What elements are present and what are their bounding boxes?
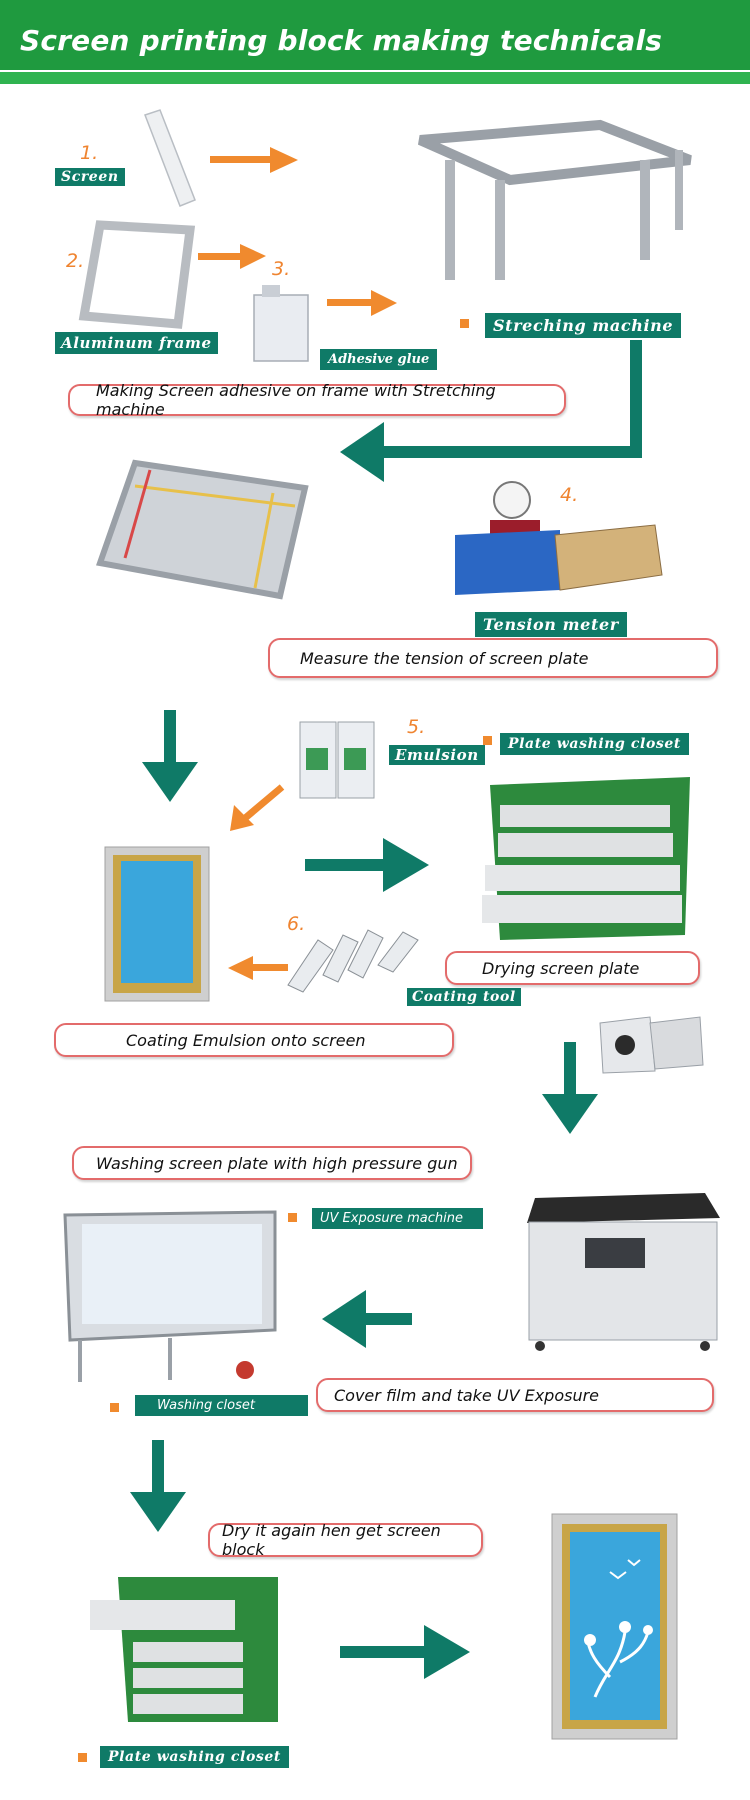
page-title: Screen printing block making technicals: [20, 24, 663, 57]
step-box-1: Making Screen adhesive on frame with Str…: [68, 381, 566, 419]
stretched-screen-image: [96, 459, 309, 600]
washing-closet-label: Washing closet: [135, 1395, 308, 1416]
step-text-4: Coating Emulsion onto screen: [126, 1030, 366, 1050]
step-box-5: Washing screen plate with high pressure …: [72, 1146, 472, 1180]
bullet-icon: [288, 1213, 297, 1222]
orange-arrow-left-icon: [228, 956, 288, 980]
step-number-4: 4.: [560, 484, 579, 506]
drying-cabinet-image: [482, 777, 690, 940]
aluminum-frame-image: [78, 220, 196, 329]
plate-washing-closet-label-1: Plate washing closet: [500, 733, 689, 755]
orange-arrow-down-left-icon: [230, 784, 285, 831]
teal-arrow-left-icon: [322, 1290, 412, 1348]
step-number-5: 5.: [407, 716, 426, 738]
film-sheets-image: [599, 1016, 704, 1074]
step-text-3: Drying screen plate: [482, 958, 640, 978]
aluminum-frame-label: Aluminum frame: [55, 332, 218, 354]
bullet-icon: [460, 319, 469, 328]
teal-elbow-arrow-icon: [340, 340, 642, 482]
emulsion-label: Emulsion: [389, 745, 485, 765]
tension-meter-label: Tension meter: [475, 612, 627, 637]
screen-roll-image: [144, 109, 196, 207]
step-box-2: Measure the tension of screen plate: [268, 638, 718, 678]
bullet-icon: [78, 1753, 87, 1762]
stretching-machine-label: Streching machine: [485, 313, 682, 338]
adhesive-glue-can-image: [253, 285, 309, 362]
uv-exposure-machine-label: UV Exposure machine: [312, 1208, 483, 1229]
bullet-icon: [483, 736, 492, 745]
washing-closet-image: [63, 1210, 277, 1382]
uv-exposure-machine-image: [527, 1193, 720, 1351]
orange-arrow-right-icon: [210, 147, 298, 173]
tension-meter-image: [455, 481, 663, 595]
emulsion-buckets-image: [299, 721, 375, 799]
header-banner: [0, 0, 750, 82]
plate-washing-closet-image: [90, 1577, 278, 1722]
teal-arrow-down-icon: [142, 710, 198, 802]
step-box-6: Cover film and take UV Exposure: [316, 1378, 714, 1412]
teal-arrow-down-icon: [542, 1042, 598, 1134]
adhesive-glue-label: Adhesive glue: [320, 349, 438, 370]
coating-tool-label: Coating tool: [407, 988, 521, 1006]
step-text-6: Cover film and take UV Exposure: [334, 1385, 600, 1405]
bullet-icon: [110, 1403, 119, 1412]
plate-washing-closet-label-2: Plate washing closet: [100, 1746, 289, 1768]
step-number-3: 3.: [272, 258, 291, 280]
stretching-machine-image: [417, 119, 692, 280]
teal-arrow-right-icon: [340, 1625, 470, 1679]
step-text-5: Washing screen plate with high pressure …: [96, 1153, 458, 1173]
step-text-7: Dry it again hen get screen block: [222, 1521, 441, 1559]
teal-arrow-right-icon: [305, 838, 429, 892]
orange-arrow-right-icon: [327, 290, 397, 316]
coated-screen-image: [104, 846, 210, 1002]
header-stripe: [0, 70, 750, 84]
step-box-3: Drying screen plate: [445, 951, 700, 985]
screen-label: Screen: [55, 168, 125, 186]
step-number-2: 2.: [66, 250, 85, 272]
orange-arrow-right-icon: [198, 244, 266, 269]
step-number-1: 1.: [80, 142, 99, 164]
step-box-4: Coating Emulsion onto screen: [54, 1023, 454, 1057]
step-number-6: 6.: [287, 913, 306, 935]
step-text-1: Making Screen adhesive on frame with Str…: [96, 381, 496, 419]
step-text-2: Measure the tension of screen plate: [300, 648, 589, 668]
step-box-7: Dry it again hen get screen block: [208, 1521, 483, 1559]
coating-tool-image: [287, 929, 419, 993]
teal-arrow-down-icon: [130, 1440, 186, 1532]
final-screen-block-image: [551, 1513, 678, 1740]
